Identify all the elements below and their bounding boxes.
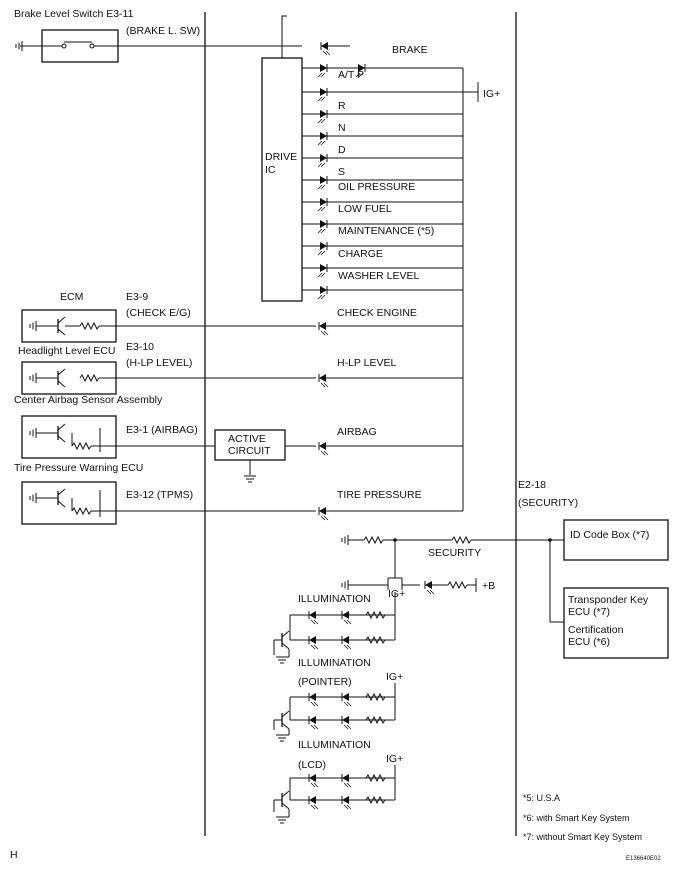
meter-boundary bbox=[204, 12, 517, 836]
indicator-low-fuel-label: LOW FUEL bbox=[338, 203, 392, 215]
indicator-s-label: S bbox=[338, 166, 345, 178]
illumination-main: ILLUMINATION IG+ bbox=[273, 588, 405, 664]
illumination-pointer-label1: ILLUMINATION bbox=[298, 657, 371, 669]
illumination-main-ig: IG+ bbox=[388, 588, 405, 600]
footnote-6: *6: with Smart Key System bbox=[523, 813, 630, 823]
illumination-lcd-label2: (LCD) bbox=[298, 759, 326, 771]
indicator-maintenance-label: MAINTENANCE (*5) bbox=[338, 225, 434, 237]
drive-ic-label-line1: DRIVE bbox=[265, 151, 297, 163]
indicator-rows: A/T P BRAKE R N D S OIL PRESSURE LOW FUE… bbox=[205, 41, 463, 300]
indicator-r-label: R bbox=[338, 100, 346, 112]
check-engine-label: CHECK ENGINE bbox=[337, 307, 417, 319]
security-label: SECURITY bbox=[428, 547, 481, 559]
ecm-pin: E3-9 bbox=[126, 291, 148, 303]
indicator-atp-label: A/T P bbox=[338, 69, 364, 81]
indicator-d-label: D bbox=[338, 144, 346, 156]
figure-id: E136640E02 bbox=[626, 856, 661, 862]
illumination-pointer-ig: IG+ bbox=[386, 671, 403, 683]
indicator-charge-label: CHARGE bbox=[338, 248, 383, 260]
illumination-main-label: ILLUMINATION bbox=[298, 593, 371, 605]
drive-ic-label-line2: IC bbox=[265, 164, 276, 176]
headlight-ecu-title: Headlight Level ECU bbox=[18, 345, 115, 357]
ecm-connector: (CHECK E/G) bbox=[126, 307, 191, 319]
airbag-sensor-title: Center Airbag Sensor Assembly bbox=[14, 394, 163, 406]
illumination-pointer-label2: (POINTER) bbox=[298, 676, 352, 688]
illumination-lcd: ILLUMINATION (LCD) IG+ bbox=[273, 739, 403, 824]
headlight-ecu-connector: (H-LP LEVEL) bbox=[126, 357, 192, 369]
id-code-box: ID Code Box (*7) bbox=[563, 519, 669, 561]
footnote-7: *7: without Smart Key System bbox=[523, 832, 642, 842]
indicator-washer-level-label: WASHER LEVEL bbox=[338, 270, 419, 282]
certification-line2: ECU (*6) bbox=[568, 636, 610, 648]
headlight-ecu-pin: E3-10 bbox=[126, 341, 154, 353]
tire-pressure-ecu: Tire Pressure Warning ECU E3-12 (TPMS) T… bbox=[14, 462, 464, 525]
airbag-connector: E3-1 (AIRBAG) bbox=[126, 424, 198, 436]
indicator-n-label: N bbox=[338, 122, 346, 134]
security-pin: E2-18 bbox=[518, 479, 546, 491]
headlight-level-ecu: Headlight Level ECU E3-10 (H-LP LEVEL) H… bbox=[18, 341, 463, 395]
security-connector: (SECURITY) bbox=[518, 497, 578, 509]
tpms-ecu-title: Tire Pressure Warning ECU bbox=[14, 462, 143, 474]
active-circuit-line1: ACTIVE bbox=[228, 433, 266, 445]
hlp-level-label: H-LP LEVEL bbox=[337, 357, 396, 369]
certification-line1: Certification bbox=[568, 624, 624, 636]
plus-b-label: +B bbox=[482, 580, 495, 592]
ecm-unit: ECM E3-9 (CHECK E/G) CHECK ENGINE bbox=[21, 291, 463, 343]
transponder-line1: Transponder Key bbox=[568, 594, 649, 606]
footnote-5: *5: U.S.A bbox=[523, 793, 560, 803]
brake-switch-title: Brake Level Switch E3-11 bbox=[14, 8, 134, 20]
transponder-ecu: Transponder Key ECU (*7) Certification E… bbox=[563, 587, 669, 659]
footnotes: *5: U.S.A *6: with Smart Key System *7: … bbox=[10, 793, 661, 862]
active-circuit-line2: CIRCUIT bbox=[228, 445, 271, 457]
brake-switch-connector: (BRAKE L. SW) bbox=[126, 25, 200, 37]
tire-pressure-label: TIRE PRESSURE bbox=[337, 489, 422, 501]
page-marker: H bbox=[10, 849, 18, 861]
ecm-title: ECM bbox=[60, 291, 83, 303]
illumination-lcd-ig: IG+ bbox=[386, 753, 403, 765]
drive-ic-block: DRIVE IC bbox=[261, 15, 303, 302]
indicator-brake-label: BRAKE bbox=[392, 44, 428, 56]
ig-plus-label: IG+ bbox=[483, 88, 500, 100]
transponder-line2: ECU (*7) bbox=[568, 606, 610, 618]
tpms-connector: E3-12 (TPMS) bbox=[126, 489, 193, 501]
illumination-pointer: ILLUMINATION (POINTER) IG+ bbox=[273, 657, 403, 742]
security-circuit: E2-18 (SECURITY) SECURITY +B bbox=[341, 479, 578, 623]
airbag-sensor-assembly: Center Airbag Sensor Assembly E3-1 (AIRB… bbox=[14, 394, 463, 483]
brake-level-switch: Brake Level Switch E3-11 (BRAKE L. SW) bbox=[14, 8, 205, 63]
airbag-label: AIRBAG bbox=[337, 426, 377, 438]
indicator-oil-pressure-label: OIL PRESSURE bbox=[338, 181, 415, 193]
illumination-lcd-label1: ILLUMINATION bbox=[298, 739, 371, 751]
id-code-box-label: ID Code Box (*7) bbox=[570, 529, 649, 541]
ig-bus: IG+ bbox=[462, 68, 500, 482]
